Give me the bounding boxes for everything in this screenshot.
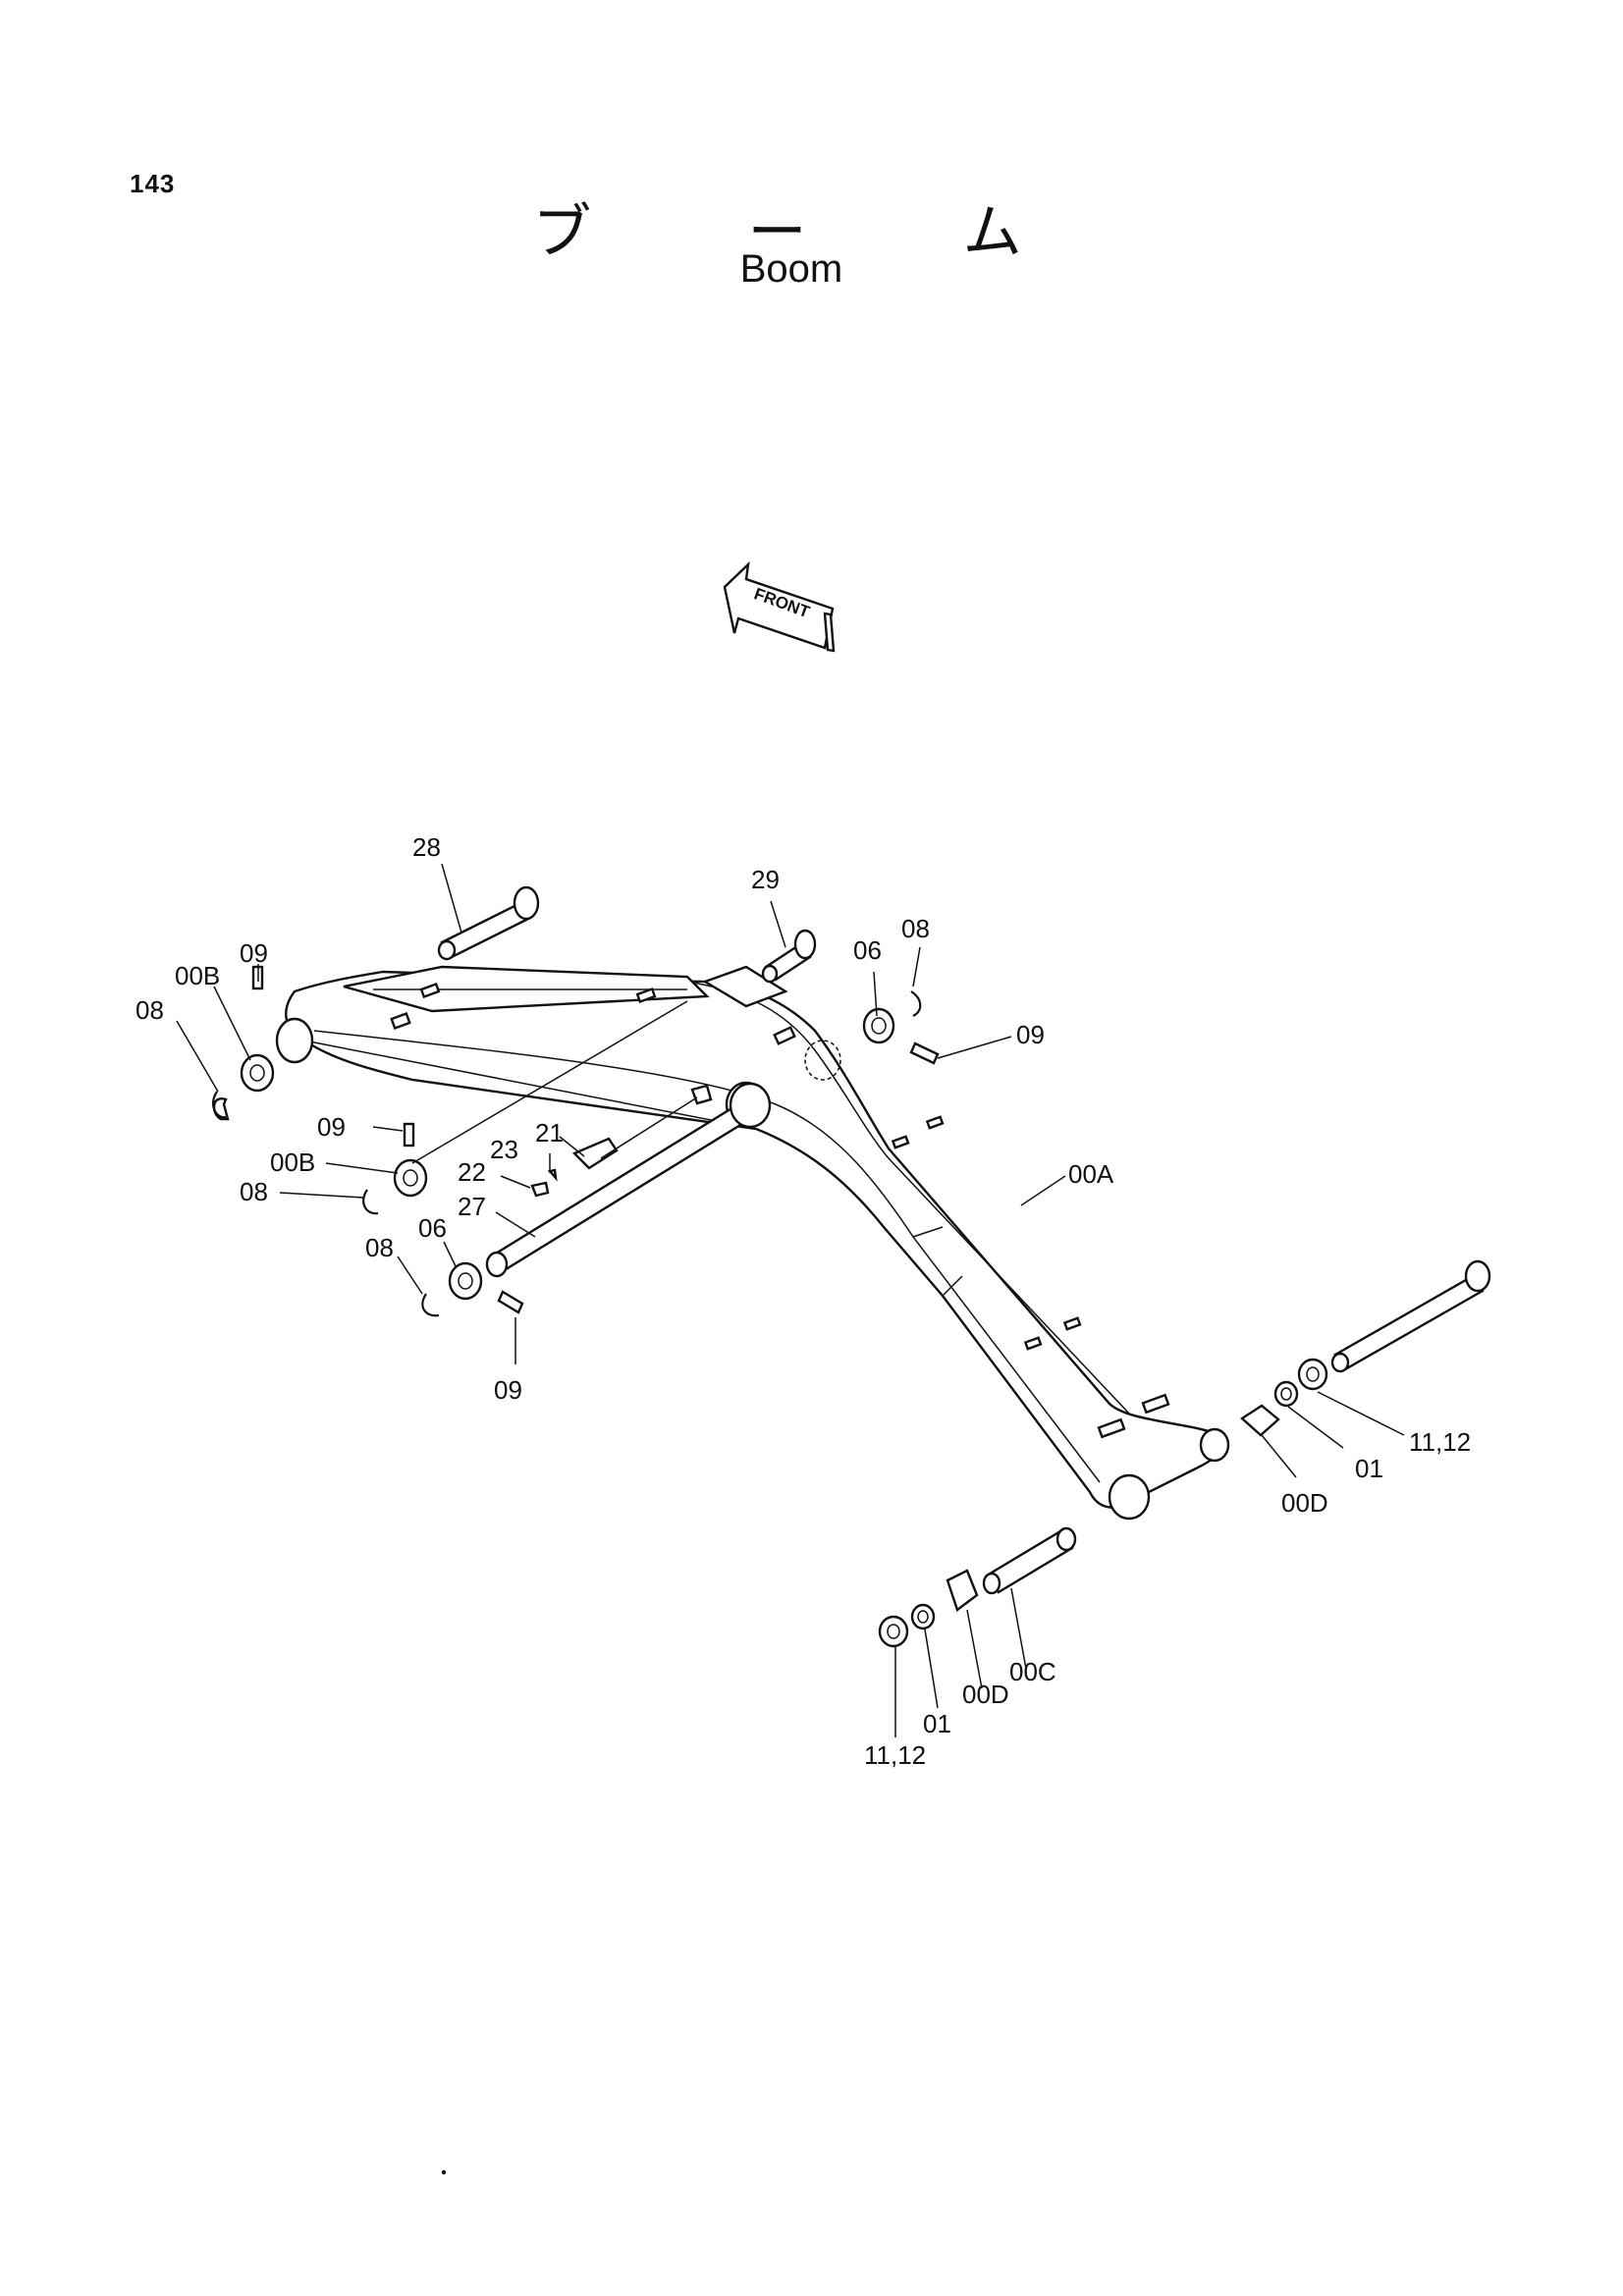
callout-labels: 28 29 06 08 09 00B 09 08 09 00B 08 21 23… [135, 832, 1471, 1770]
pin-00C [982, 1526, 1077, 1595]
callout-00C: 00C [1009, 1657, 1056, 1686]
callout-08-mid: 08 [240, 1177, 268, 1206]
pin-29 [761, 929, 817, 984]
boom-slots [390, 982, 1170, 1439]
callout-29: 29 [751, 865, 780, 894]
leader-lines [176, 863, 1405, 1737]
callout-27: 27 [458, 1192, 486, 1221]
callout-00A: 00A [1068, 1159, 1114, 1189]
title-english: Boom [739, 247, 843, 291]
callout-21: 21 [535, 1118, 564, 1148]
page-number: 143 [130, 169, 176, 198]
callout-00D-right: 00D [1281, 1488, 1328, 1518]
callout-11-12-right: 11,12 [1409, 1427, 1471, 1457]
callout-08-top: 08 [901, 914, 930, 943]
callout-00B-mid: 00B [270, 1148, 315, 1177]
pin-27 [485, 1082, 772, 1278]
callout-22: 22 [458, 1157, 486, 1187]
callout-00B-top: 00B [175, 961, 220, 990]
callout-09-top: 09 [1016, 1020, 1045, 1049]
callout-01-right: 01 [1355, 1454, 1383, 1483]
callout-06-top: 06 [853, 935, 882, 965]
title-japanese: ブ ー ム [532, 198, 1091, 267]
callout-08-low: 08 [365, 1233, 394, 1262]
pin-foot [1330, 1259, 1491, 1373]
print-dot [441, 2169, 447, 2175]
callout-06-mid: 06 [418, 1213, 447, 1243]
hardware [212, 965, 1328, 1648]
callout-11-12-low: 11,12 [864, 1740, 926, 1770]
callout-09-mid: 09 [317, 1112, 346, 1142]
callout-09-left: 09 [240, 938, 268, 968]
callout-28: 28 [412, 832, 441, 862]
callout-00D-low: 00D [962, 1680, 1009, 1709]
boom-body [275, 965, 1230, 1521]
callout-09-low: 09 [494, 1375, 522, 1405]
front-arrow-icon: FRONT [723, 561, 836, 653]
callout-08-left: 08 [135, 995, 164, 1025]
pin-28 [437, 885, 540, 961]
callout-23: 23 [490, 1135, 518, 1164]
callout-01-low: 01 [923, 1709, 951, 1738]
